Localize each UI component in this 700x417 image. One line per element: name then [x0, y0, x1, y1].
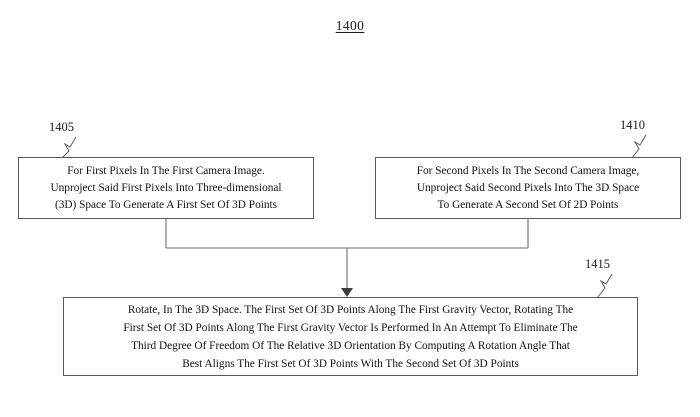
leader-line-1405	[60, 136, 77, 160]
leader-line-1415	[596, 273, 613, 299]
process-box-1415-line-4: Best Aligns The First Set Of 3D Points W…	[182, 357, 519, 370]
process-box-1415-line-1: Rotate, In The 3D Space. The First Set O…	[127, 303, 574, 316]
connector-arrowhead	[341, 288, 353, 297]
figure-number: 1400	[335, 18, 365, 33]
figure-title: 1400	[0, 18, 700, 34]
process-box-1405-line-3: (3D) Space To Generate A First Set Of 3D…	[54, 198, 278, 211]
reference-numeral-1415: 1415	[585, 257, 610, 271]
process-box-1410-line-1: For Second Pixels In The Second Camera I…	[416, 164, 640, 177]
process-box-1405: For First Pixels In The First Camera Ima…	[18, 157, 314, 219]
leader-line-1410	[630, 134, 647, 160]
process-box-1410-line-2: Unproject Said Second Pixels Into The 3D…	[416, 181, 640, 194]
process-box-1405-line-2: Unproject Said First Pixels Into Three-d…	[50, 181, 282, 194]
process-box-1410-line-3: To Generate A Second Set Of 2D Points	[437, 198, 619, 211]
reference-numeral-1410: 1410	[620, 118, 645, 132]
process-box-1415-line-3: Third Degree Of Freedom Of The Relative …	[131, 339, 570, 352]
process-box-1405-line-1: For First Pixels In The First Camera Ima…	[67, 164, 265, 177]
process-box-1415-line-2: First Set Of 3D Points Along The First G…	[123, 321, 578, 334]
process-box-1415: Rotate, In The 3D Space. The First Set O…	[63, 297, 638, 376]
reference-numeral-1405: 1405	[49, 120, 74, 134]
process-box-1410: For Second Pixels In The Second Camera I…	[375, 157, 681, 219]
